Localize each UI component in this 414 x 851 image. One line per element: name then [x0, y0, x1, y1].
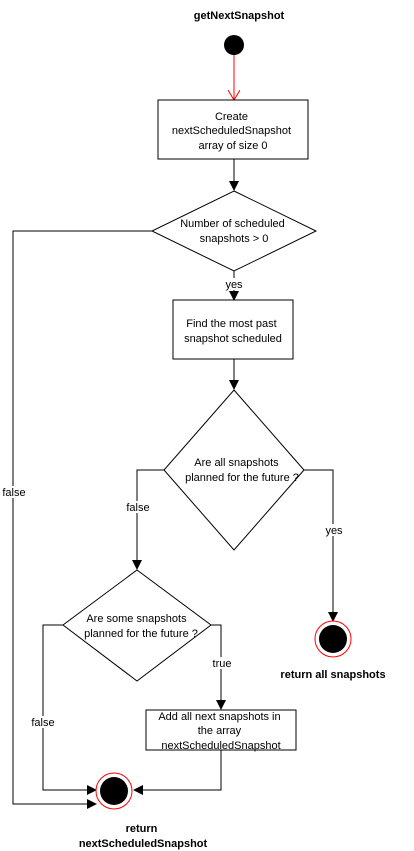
return-next-line-1: return — [126, 823, 158, 835]
edge-label-bg — [29, 716, 57, 728]
create-array-line-2: nextScheduledSnapshot — [172, 125, 291, 137]
find-past-line-2: snapshot scheduled — [184, 333, 282, 345]
edge-some-true — [211, 624, 226, 710]
find-past-box — [172, 299, 294, 360]
svg-text:return nextScheduledSnapsh: return nextScheduledSnapshot — [79, 823, 208, 850]
decision-all-line-1: Are all snapshots — [194, 457, 279, 469]
decision-all-future-diamond — [163, 389, 305, 551]
svg-text:Are all snapshots planned: Are all snapshots planned for the future… — [185, 457, 299, 484]
create-array-line-1: Create — [215, 111, 248, 123]
edge-count-false — [12, 230, 152, 809]
edge-label-bg — [1, 486, 27, 498]
edge-label-bg — [209, 657, 235, 669]
svg-text:Find the most past snapsho: Find the most past snapshot scheduled — [184, 318, 282, 345]
decision-some-future-diamond — [62, 569, 212, 682]
start-node — [224, 35, 244, 55]
end-node-return-next-dot — [100, 777, 128, 805]
svg-text:Create nextScheduledSnapsh: Create nextScheduledSnapshot array of si… — [172, 111, 294, 152]
edge-label-bg — [124, 501, 152, 513]
edge-label-false-some: false — [31, 717, 54, 729]
decision-count-diamond — [150, 190, 318, 272]
decision-some-line-1: Are some snapshots — [86, 613, 187, 625]
edge-label-yes-count: yes — [225, 279, 243, 291]
add-next-line-1: Add all next snapshots in — [158, 711, 280, 723]
edge-label-bg — [224, 278, 244, 290]
edge-label-bg — [323, 524, 345, 536]
edge-some-false — [42, 624, 97, 795]
svg-text:Add all next snapshots in: Add all next snapshots in the array next… — [158, 711, 283, 752]
edge-all-false — [132, 469, 164, 570]
add-next-line-2: the array — [198, 725, 242, 737]
edge-add-to-end — [133, 750, 222, 795]
edge-all-yes — [304, 469, 338, 622]
create-array-line-3: array of size 0 — [198, 140, 267, 152]
diagram-title: getNextSnapshot — [194, 10, 285, 22]
end-node-return-all-dot — [319, 625, 347, 653]
decision-all-line-2: planned for the future ? — [185, 472, 299, 484]
svg-text:Are some snapshots planned: Are some snapshots planned for the futur… — [84, 613, 198, 640]
edge-label-false-count: false — [2, 487, 25, 499]
add-next-line-3: nextScheduledSnapshot — [161, 740, 280, 752]
decision-count-line-1: Number of scheduled — [180, 218, 285, 230]
find-past-line-1: Find the most past — [186, 318, 277, 330]
decision-count-line-2: snapshots > 0 — [200, 233, 269, 245]
return-next-line-2: nextScheduledSnapshot — [79, 838, 208, 850]
decision-some-line-2: planned for the future ? — [84, 628, 198, 640]
edge-label-yes-all: yes — [325, 525, 343, 537]
create-array-box — [157, 99, 309, 160]
return-all-label: return all snapshots — [280, 669, 385, 681]
edge-label-false-all: false — [126, 502, 149, 514]
edge-label-true-some: true — [213, 658, 232, 670]
svg-text:Number of scheduled snapsh: Number of scheduled snapshots > 0 — [180, 218, 288, 245]
